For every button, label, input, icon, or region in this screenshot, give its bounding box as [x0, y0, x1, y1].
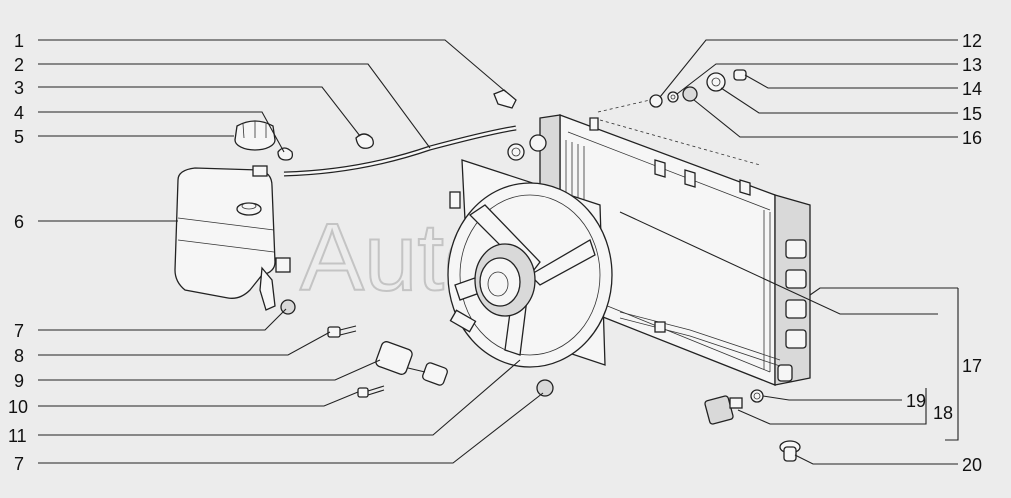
callout-label: 18 — [933, 403, 953, 423]
callout-label: 10 — [8, 397, 28, 417]
drain-plug-20 — [779, 440, 801, 462]
callout-label: 4 — [14, 103, 24, 123]
grommet-15 — [682, 86, 698, 102]
callout-label: 15 — [962, 104, 982, 124]
clamp-3 — [355, 133, 374, 149]
callout-label: 2 — [14, 55, 24, 75]
callout-label: 14 — [962, 79, 982, 99]
callout-label: 20 — [962, 455, 982, 475]
callout-label: 16 — [962, 128, 982, 148]
expansion-tank — [174, 165, 291, 311]
radiator — [507, 99, 811, 386]
o-ring-19 — [750, 389, 764, 403]
callout-label: 12 — [962, 31, 982, 51]
bushing-14 — [733, 69, 747, 81]
callout-label: 1 — [14, 31, 24, 51]
callout-label: 13 — [962, 55, 982, 75]
leader-lines — [38, 39, 959, 465]
callout-label: 8 — [14, 346, 24, 366]
sensor-1 — [493, 89, 517, 109]
connector-9 — [375, 341, 448, 386]
callout-label: 7 — [14, 454, 24, 474]
tank-cap — [234, 120, 276, 151]
bolt-8 — [327, 325, 357, 338]
callouts-left: 1 2 3 4 5 6 7 8 9 10 11 7 — [8, 31, 28, 474]
callout-label: 6 — [14, 212, 24, 232]
fan-assembly — [447, 159, 613, 368]
clamp-4 — [277, 147, 294, 161]
callout-label: 3 — [14, 78, 24, 98]
callout-label: 9 — [14, 371, 24, 391]
temp-sensor-18 — [704, 395, 743, 425]
callouts-right: 12 13 14 15 16 17 19 18 20 — [906, 31, 982, 475]
callout-label: 11 — [8, 426, 27, 446]
nut-12 — [649, 94, 663, 108]
hose-inner — [283, 126, 517, 176]
callout-label: 17 — [962, 356, 982, 376]
washer-13 — [667, 91, 679, 103]
callout-label: 7 — [14, 321, 24, 341]
screw-10 — [357, 385, 385, 398]
callout-label: 5 — [14, 127, 24, 147]
grommet-16 — [706, 72, 726, 92]
nut-7b — [536, 379, 554, 397]
callout-label: 19 — [906, 391, 926, 411]
